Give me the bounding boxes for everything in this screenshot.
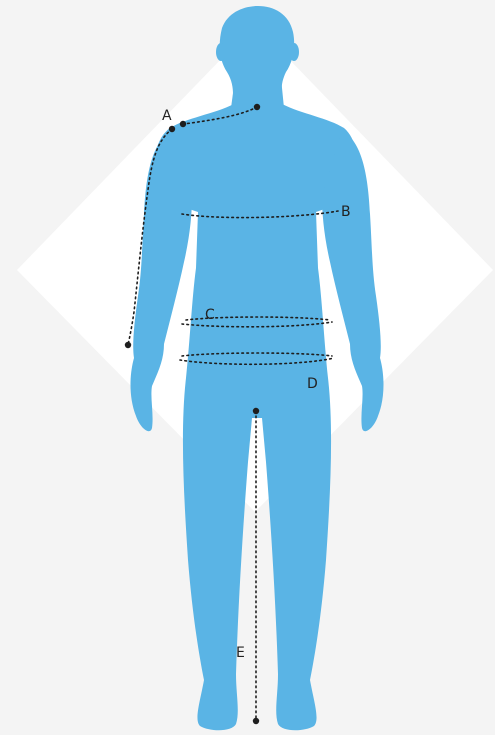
measure-e-dot-crotch bbox=[253, 408, 259, 414]
right-ear bbox=[289, 43, 299, 61]
label-e: E bbox=[236, 645, 245, 661]
measure-a-dot-shoulder bbox=[180, 121, 186, 127]
measure-e-dot-floor bbox=[253, 718, 259, 724]
measure-a-dot-wrist bbox=[125, 342, 131, 348]
label-c: C bbox=[205, 307, 215, 323]
measure-a-dot-neck bbox=[254, 104, 260, 110]
left-ear bbox=[216, 43, 226, 61]
neck bbox=[231, 78, 284, 108]
label-a: A bbox=[162, 108, 172, 124]
measure-a-dot-shoulder-point bbox=[169, 126, 175, 132]
label-d: D bbox=[307, 376, 318, 392]
label-b: B bbox=[341, 204, 351, 220]
